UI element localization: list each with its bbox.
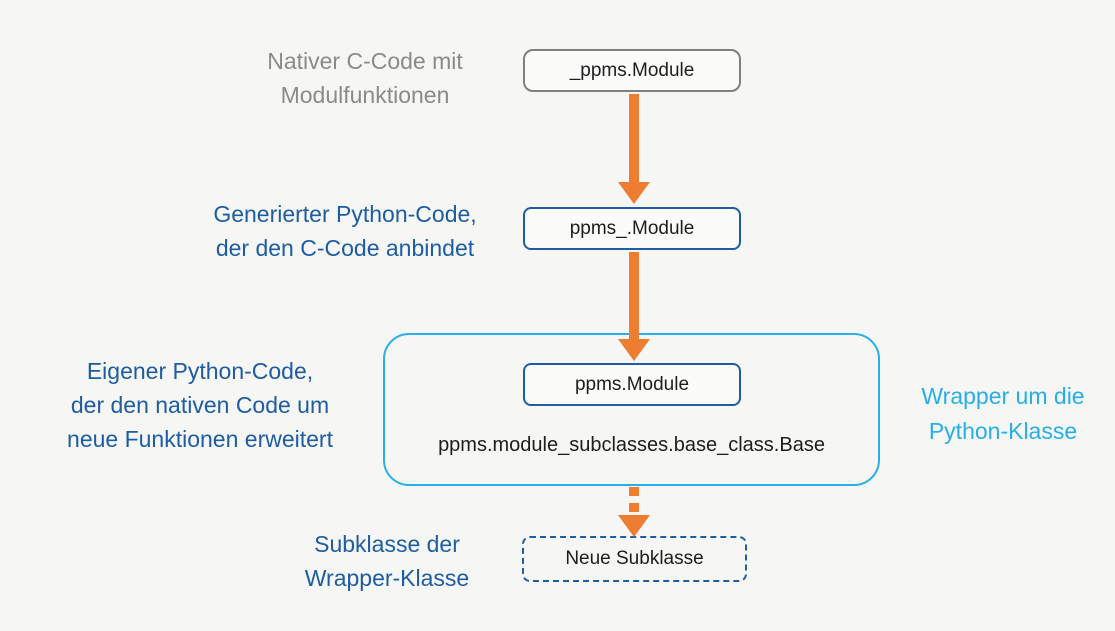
label-subclass: Subklasse der Wrapper-Klasse xyxy=(277,527,497,595)
arrow-head xyxy=(618,339,650,361)
label-line: Nativer C-Code mit xyxy=(267,48,463,74)
arrow-shaft xyxy=(629,252,639,339)
arrow-generated-to-wrapper xyxy=(618,252,650,361)
label-line: der den C-Code anbindet xyxy=(215,235,475,261)
arrow-shaft xyxy=(629,94,639,182)
label-line: Subklasse der xyxy=(314,531,460,557)
label-wrapper-annotation: Wrapper um die Python-Klasse xyxy=(893,379,1113,449)
arrow-wrapper-to-subclass xyxy=(618,487,650,537)
label-line: neue Funktionen erweitert xyxy=(67,426,333,452)
node-native-module-box: _ppms.Module xyxy=(523,49,741,92)
label-line: der den nativen Code um xyxy=(70,392,330,418)
arrow-shaft xyxy=(629,487,639,515)
arrow-head xyxy=(618,182,650,204)
label-native-c-code: Nativer C-Code mit Modulfunktionen xyxy=(175,44,555,112)
node-wrapper-module-label: ppms.Module xyxy=(574,373,690,395)
node-wrapper-module-box: ppms.Module xyxy=(523,363,741,406)
label-line: Wrapper-Klasse xyxy=(304,565,470,591)
node-subclass-box: Neue Subklasse xyxy=(522,536,747,582)
arrow-native-to-generated xyxy=(618,94,650,204)
label-line: Generierter Python-Code, xyxy=(213,201,477,227)
node-native-module-label: _ppms.Module xyxy=(569,59,695,81)
node-generated-module-label: ppms_.Module xyxy=(569,217,695,239)
node-generated-module-box: ppms_.Module xyxy=(523,207,741,250)
label-line: Python-Klasse xyxy=(928,418,1078,444)
base-class-path-text: ppms.module_subclasses.base_class.Base xyxy=(438,434,825,456)
label-line: Wrapper um die xyxy=(921,383,1085,409)
label-generated-python-code: Generierter Python-Code, der den C-Code … xyxy=(155,197,535,265)
label-line: Modulfunktionen xyxy=(280,82,450,108)
node-subclass-label: Neue Subklasse xyxy=(565,548,704,569)
arrow-head xyxy=(618,515,650,537)
label-own-python-code: Eigener Python-Code, der den nativen Cod… xyxy=(10,354,390,456)
label-line: Eigener Python-Code, xyxy=(86,358,314,384)
